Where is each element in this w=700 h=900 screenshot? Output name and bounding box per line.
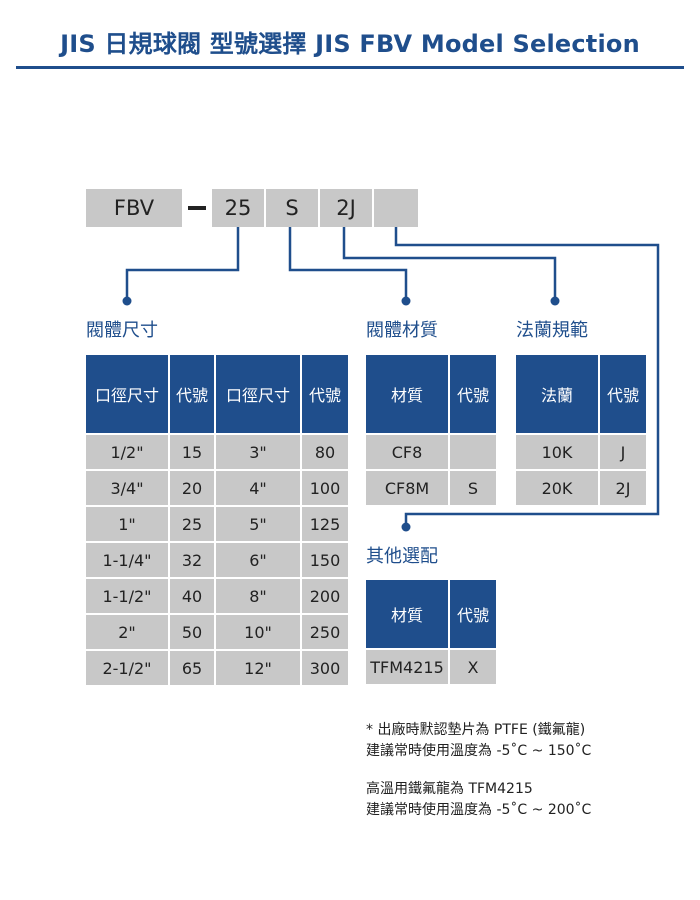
table-cell: 40 <box>168 577 216 615</box>
code-box-material: S <box>266 189 318 227</box>
table-row: 2-1/2" 65 12" 300 <box>84 649 350 687</box>
table-row: CF8 <box>364 433 498 471</box>
table-cell: 250 <box>300 613 350 651</box>
table-cell: 20K <box>514 469 600 507</box>
table-row: 20K 2J <box>514 469 648 507</box>
note-gasket-default: * 出廠時默認墊片為 PTFE (鐵氟龍) <box>366 722 586 738</box>
table-cell: J <box>598 433 648 471</box>
table-row: TFM4215 X <box>364 648 498 686</box>
table-cell: 2J <box>598 469 648 507</box>
connector-material <box>288 227 408 300</box>
connector-dot-flange <box>550 296 560 306</box>
table-row: 1/2" 15 3" 80 <box>84 433 350 471</box>
table-cell <box>448 433 498 471</box>
table-cell: TFM4215 <box>364 648 450 686</box>
table-cell: 10K <box>514 433 600 471</box>
connector-dot-size <box>122 296 132 306</box>
table-row: 1-1/2" 40 8" 200 <box>84 577 350 615</box>
code-box-option <box>374 189 418 227</box>
table-cell: 1-1/4" <box>84 541 170 579</box>
table-cell: CF8 <box>364 433 450 471</box>
table-cell: 2" <box>84 613 170 651</box>
table-cell: 4" <box>214 469 302 507</box>
flange-header-code: 代號 <box>598 353 648 435</box>
title-divider <box>16 66 684 69</box>
table-cell: 300 <box>300 649 350 687</box>
option-table: 材質 代號 TFM4215 X <box>364 578 498 686</box>
flange-header-flange: 法蘭 <box>514 353 600 435</box>
material-table: 材質 代號 CF8 CF8M S <box>364 353 498 507</box>
size-table: 口徑尺寸 代號 口徑尺寸 代號 1/2" 15 3" 80 3/4" 20 4"… <box>84 353 350 687</box>
table-cell: 6" <box>214 541 302 579</box>
table-cell: X <box>448 648 498 686</box>
size-header-code-2: 代號 <box>300 353 350 435</box>
flange-table: 法蘭 代號 10K J 20K 2J <box>514 353 648 507</box>
table-row: 1-1/4" 32 6" 150 <box>84 541 350 579</box>
connector-flange <box>342 227 557 300</box>
table-row: 1" 25 5" 125 <box>84 505 350 543</box>
table-cell: 25 <box>168 505 216 543</box>
connector-option <box>394 227 660 526</box>
label-body-material: 閥體材質 <box>366 320 438 341</box>
table-cell: 10" <box>214 613 302 651</box>
table-cell: 12" <box>214 649 302 687</box>
table-cell: 1" <box>84 505 170 543</box>
connector-size <box>125 227 240 300</box>
table-cell: 125 <box>300 505 350 543</box>
table-cell: 50 <box>168 613 216 651</box>
option-header-code: 代號 <box>448 578 498 650</box>
table-cell: 1-1/2" <box>84 577 170 615</box>
note-temp-tfm: 建議常時使用溫度為 -5˚C ~ 200˚C <box>366 802 592 818</box>
table-cell: 150 <box>300 541 350 579</box>
table-row: 3/4" 20 4" 100 <box>84 469 350 507</box>
code-box-flange: 2J <box>320 189 372 227</box>
material-header-material: 材質 <box>364 353 450 435</box>
page-title: JIS 日規球閥 型號選擇 JIS FBV Model Selection <box>60 30 640 58</box>
option-header-material: 材質 <box>364 578 450 650</box>
table-cell: 32 <box>168 541 216 579</box>
table-cell: CF8M <box>364 469 450 507</box>
note-temp-ptfe: 建議常時使用溫度為 -5˚C ~ 150˚C <box>366 743 592 759</box>
connector-dot-option <box>401 522 411 532</box>
table-cell: 2-1/2" <box>84 649 170 687</box>
size-header-size-2: 口徑尺寸 <box>214 353 302 435</box>
label-flange-spec: 法蘭規範 <box>516 320 588 341</box>
label-body-size: 閥體尺寸 <box>86 320 158 341</box>
code-box-series: FBV <box>86 189 182 227</box>
table-cell: 200 <box>300 577 350 615</box>
table-cell: S <box>448 469 498 507</box>
table-cell: 5" <box>214 505 302 543</box>
table-cell: 15 <box>168 433 216 471</box>
table-cell: 3/4" <box>84 469 170 507</box>
material-header-code: 代號 <box>448 353 498 435</box>
table-cell: 3" <box>214 433 302 471</box>
note-high-temp: 高溫用鐵氟龍為 TFM4215 <box>366 781 533 797</box>
table-row: CF8M S <box>364 469 498 507</box>
table-cell: 8" <box>214 577 302 615</box>
label-other-option: 其他選配 <box>366 546 438 567</box>
table-row: 10K J <box>514 433 648 471</box>
table-cell: 20 <box>168 469 216 507</box>
table-cell: 1/2" <box>84 433 170 471</box>
table-cell: 80 <box>300 433 350 471</box>
code-dash <box>188 206 206 210</box>
table-row: 2" 50 10" 250 <box>84 613 350 651</box>
size-header-code-1: 代號 <box>168 353 216 435</box>
table-cell: 100 <box>300 469 350 507</box>
connector-dot-material <box>401 296 411 306</box>
code-box-size: 25 <box>212 189 264 227</box>
table-cell: 65 <box>168 649 216 687</box>
size-header-size-1: 口徑尺寸 <box>84 353 170 435</box>
